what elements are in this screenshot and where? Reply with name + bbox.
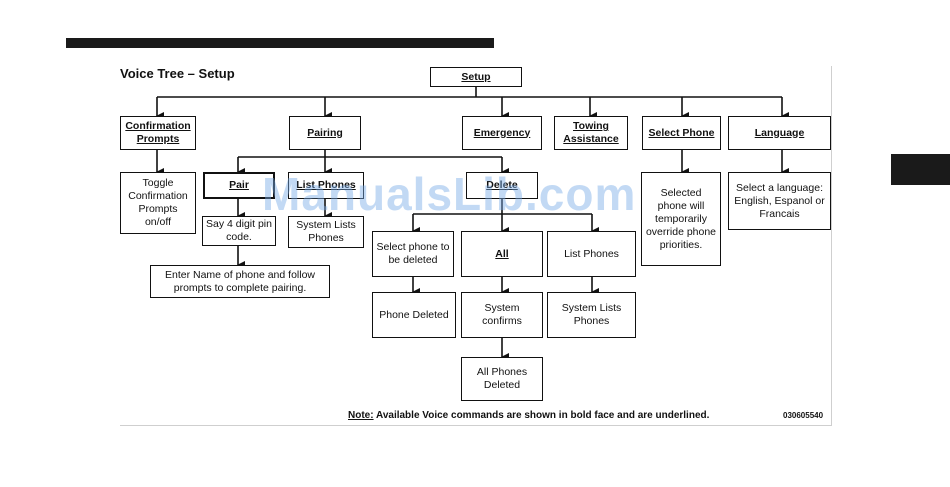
panel-border-bottom <box>120 425 832 426</box>
delete-node: Delete <box>466 172 538 199</box>
towing-assistance-node: Towing Assistance <box>554 116 628 150</box>
section-tab <box>891 154 950 185</box>
select-phone-label: Select Phone <box>648 126 715 139</box>
footnote-label: Note: <box>348 410 374 421</box>
list-phones-delete-node: List Phones <box>547 231 636 277</box>
pair-label: Pair <box>229 179 249 191</box>
toggle-confirmation-node: Toggle Confirmation Prompts on/off <box>120 172 196 234</box>
language-label: Language <box>754 126 805 139</box>
setup-label: Setup <box>461 70 491 83</box>
diagram-title: Voice Tree – Setup <box>120 66 235 81</box>
enter-name-node: Enter Name of phone and follow prompts t… <box>150 265 330 298</box>
figure-code: 030605540 <box>783 411 824 420</box>
top-bar <box>66 38 494 48</box>
pair-node: Pair <box>203 172 275 199</box>
emergency-label: Emergency <box>473 126 531 139</box>
pairing-node: Pairing <box>289 116 361 150</box>
towing-assistance-label: Towing Assistance <box>563 120 619 145</box>
list-phones-node: List Phones <box>288 172 364 199</box>
emergency-node: Emergency <box>462 116 542 150</box>
confirmation-prompts-node: Confirmation Prompts <box>120 116 196 150</box>
delete-label: Delete <box>486 179 518 191</box>
select-phone-to-delete-node: Select phone to be deleted <box>372 231 454 277</box>
system-lists-phones-delete: System Lists Phones <box>547 292 636 338</box>
panel-border-right <box>831 66 832 426</box>
all-node: All <box>461 231 543 277</box>
system-confirms-node: System confirms <box>461 292 543 338</box>
select-language-node: Select a language: English, Espanol or F… <box>728 172 831 230</box>
pairing-label: Pairing <box>307 126 343 139</box>
all-label: All <box>495 247 509 260</box>
select-phone-description: Selected phone will temporarily override… <box>641 172 721 266</box>
footnote: Note: Available Voice commands are shown… <box>348 410 709 421</box>
select-phone-node: Select Phone <box>642 116 721 150</box>
footnote-text: Available Voice commands are shown in bo… <box>373 410 710 421</box>
setup-node: Setup <box>430 67 522 87</box>
confirmation-prompts-label: Confirmation Prompts <box>125 120 191 145</box>
language-node: Language <box>728 116 831 150</box>
all-phones-deleted-node: All Phones Deleted <box>461 357 543 401</box>
system-lists-phones-pairing: System Lists Phones <box>288 216 364 248</box>
say-pin-node: Say 4 digit pin code. <box>202 216 276 246</box>
list-phones-label: List Phones <box>296 179 356 191</box>
phone-deleted-node: Phone Deleted <box>372 292 456 338</box>
watermark: ManualsLib.com <box>262 168 637 220</box>
